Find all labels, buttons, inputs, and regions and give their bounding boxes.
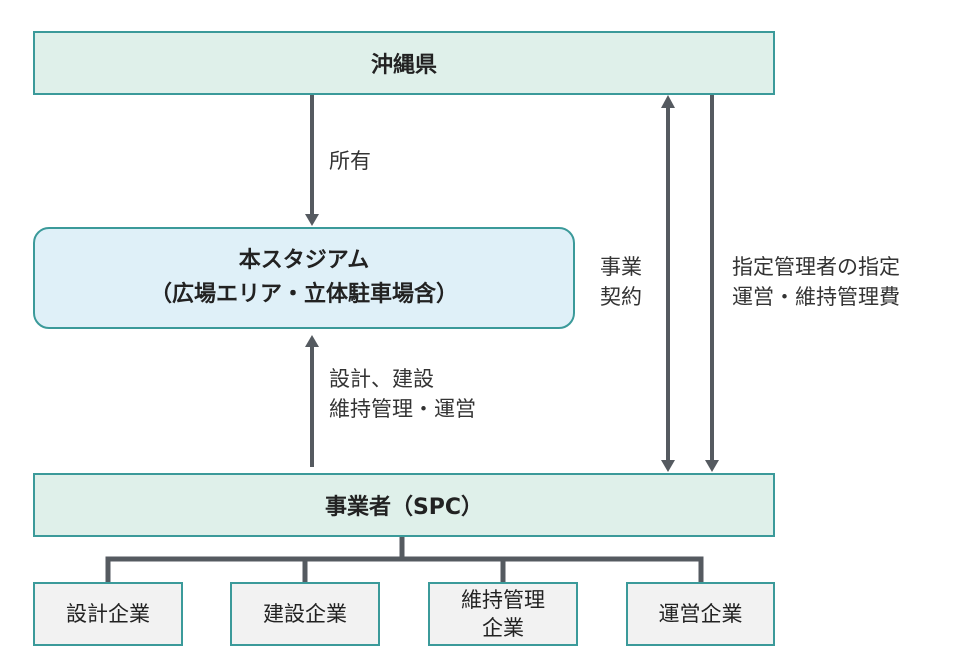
operation-company-node: 運営企業	[626, 582, 775, 646]
arrowhead	[305, 214, 319, 226]
prefecture-label: 沖縄県	[370, 53, 437, 78]
arrowhead	[661, 95, 675, 108]
services-label: 設計、建設 維持管理・運営	[329, 364, 476, 424]
prefecture-node: 沖縄県	[33, 31, 775, 95]
operator-node: 事業者（SPC）	[33, 473, 775, 537]
contract-line-1: 事業	[600, 255, 642, 279]
maintenance-label-2: 企業	[482, 616, 524, 640]
arrowhead	[661, 460, 675, 472]
stadium-node: 本スタジアム （広場エリア・立体駐車場含）	[33, 227, 575, 329]
arrowhead	[305, 335, 319, 347]
maintenance-company-node: 維持管理 企業	[428, 582, 578, 646]
contract-line-2: 契約	[600, 285, 642, 309]
design-company-node: 設計企業	[33, 582, 183, 646]
maintenance-label: 維持管理	[461, 588, 545, 612]
arrowhead	[705, 460, 719, 472]
construction-company-node: 建設企業	[230, 582, 380, 646]
designation-line-1: 指定管理者の指定	[732, 255, 900, 279]
stadium-sublabel: （広場エリア・立体駐車場含）	[149, 282, 458, 307]
operation-label: 運営企業	[658, 602, 743, 626]
ownership-label: 所有	[329, 149, 371, 173]
org-connector	[105, 536, 704, 582]
designation-label: 指定管理者の指定 運営・維持管理費	[732, 252, 900, 312]
stadium-label: 本スタジアム	[238, 248, 370, 273]
contract-label: 事業 契約	[600, 252, 642, 312]
design-label: 設計企業	[66, 602, 150, 626]
operator-label: 事業者（SPC）	[324, 495, 484, 520]
designation-line-2: 運営・維持管理費	[732, 285, 900, 309]
services-line-2: 維持管理・運営	[329, 397, 476, 421]
construction-label: 建設企業	[263, 602, 347, 626]
services-line-1: 設計、建設	[329, 367, 434, 391]
